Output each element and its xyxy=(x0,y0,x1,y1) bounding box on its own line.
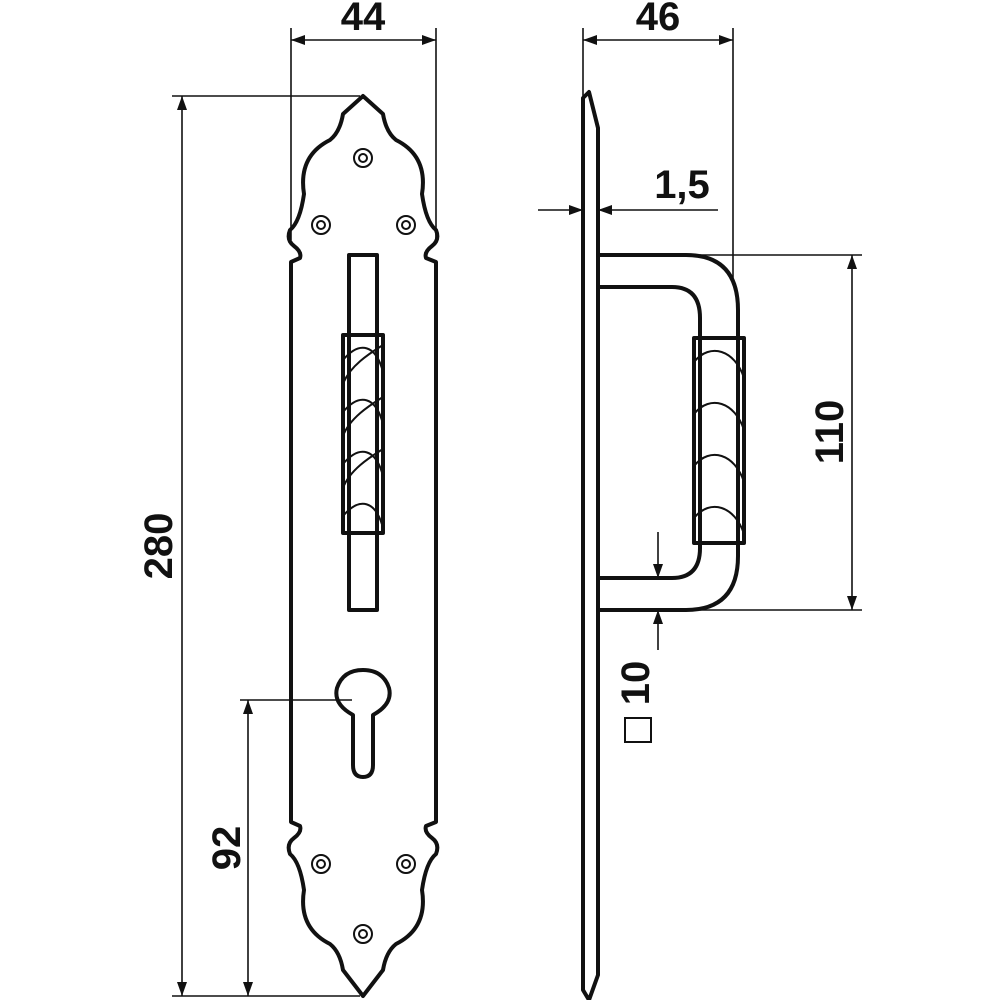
dim-label-46: 46 xyxy=(636,0,681,39)
dimension-overall-height xyxy=(172,95,360,997)
dimension-bar-section xyxy=(624,532,663,743)
screw-hole xyxy=(353,148,373,168)
square-section-icon xyxy=(624,717,652,743)
dim-label-280: 280 xyxy=(137,513,181,580)
dim-label-110: 110 xyxy=(808,400,852,465)
back-plate-outline xyxy=(286,94,440,998)
plate-edge xyxy=(581,90,600,1000)
handle-front xyxy=(341,253,385,612)
screw-hole xyxy=(396,215,416,235)
screw-hole xyxy=(396,854,416,874)
screw-hole xyxy=(353,924,373,944)
screw-hole xyxy=(311,854,331,874)
dim-label-92: 92 xyxy=(205,826,249,871)
dim-label-1-5: 1,5 xyxy=(654,163,710,207)
dim-label-44: 44 xyxy=(341,0,386,39)
dimension-plate-thickness xyxy=(538,205,718,215)
handle-side xyxy=(596,253,740,612)
side-view xyxy=(581,90,746,1000)
keyhole xyxy=(334,668,392,779)
screw-hole xyxy=(311,215,331,235)
dimension-handle-projection xyxy=(582,28,734,280)
dimension-keyhole-height xyxy=(240,699,352,996)
dimension-handle-centers xyxy=(700,254,862,611)
dimension-plate-width xyxy=(290,28,437,240)
front-view xyxy=(286,94,440,998)
dim-label-10: 10 xyxy=(614,661,658,706)
